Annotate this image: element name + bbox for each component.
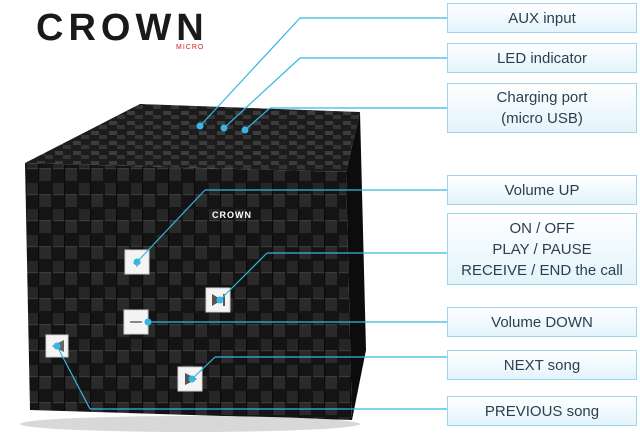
cube-side-face [346, 112, 366, 420]
callout-aux-label: AUX input [508, 9, 576, 27]
connector-lines [56, 17, 447, 410]
callout-vol-up-label: Volume UP [504, 181, 580, 199]
callout-charge-label-1: Charging port [496, 89, 588, 106]
callout-aux-input: AUX input [447, 3, 637, 33]
callout-volume-down: Volume DOWN [447, 307, 637, 337]
cube-shadow [20, 416, 360, 432]
connector-prev [56, 345, 91, 410]
callout-onoff-label-1: ON / OFF [509, 219, 575, 237]
callout-charging-port: Charging port (micro USB) [447, 83, 637, 133]
callout-led-indicator: LED indicator [447, 43, 637, 73]
cube-front-face [25, 163, 352, 420]
callout-previous-song: PREVIOUS song [447, 396, 637, 426]
callout-onoff-label-3: RECEIVE / END the call [461, 261, 623, 279]
connector-charge [244, 107, 271, 131]
connector-vol-up [136, 189, 206, 263]
connector-next [191, 356, 216, 380]
brand-sub: MICRO [176, 44, 205, 51]
connector-dots [53, 122, 249, 383]
cube-top-face [25, 104, 360, 172]
callout-on-off: ON / OFF PLAY / PAUSE RECEIVE / END the … [447, 213, 637, 285]
brand-name: CROWN [36, 7, 209, 49]
callout-led-label: LED indicator [496, 49, 588, 67]
callout-onoff-label-2: PLAY / PAUSE [492, 240, 592, 258]
callout-volume-up: Volume UP [447, 175, 637, 205]
callout-prev-label: PREVIOUS song [484, 402, 600, 420]
callout-next-song: NEXT song [447, 350, 637, 380]
callout-next-label: NEXT song [503, 356, 581, 374]
connector-aux [199, 17, 301, 127]
connector-onoff [219, 252, 268, 301]
connector-led [223, 57, 301, 129]
brand-logo: CROWN MICRO [36, 6, 246, 52]
callout-charge-label-2: (micro USB) [501, 110, 583, 127]
volume-down-button[interactable] [123, 309, 149, 335]
device-logo: CROWN [212, 210, 252, 220]
callout-vol-down-label: Volume DOWN [491, 313, 593, 331]
